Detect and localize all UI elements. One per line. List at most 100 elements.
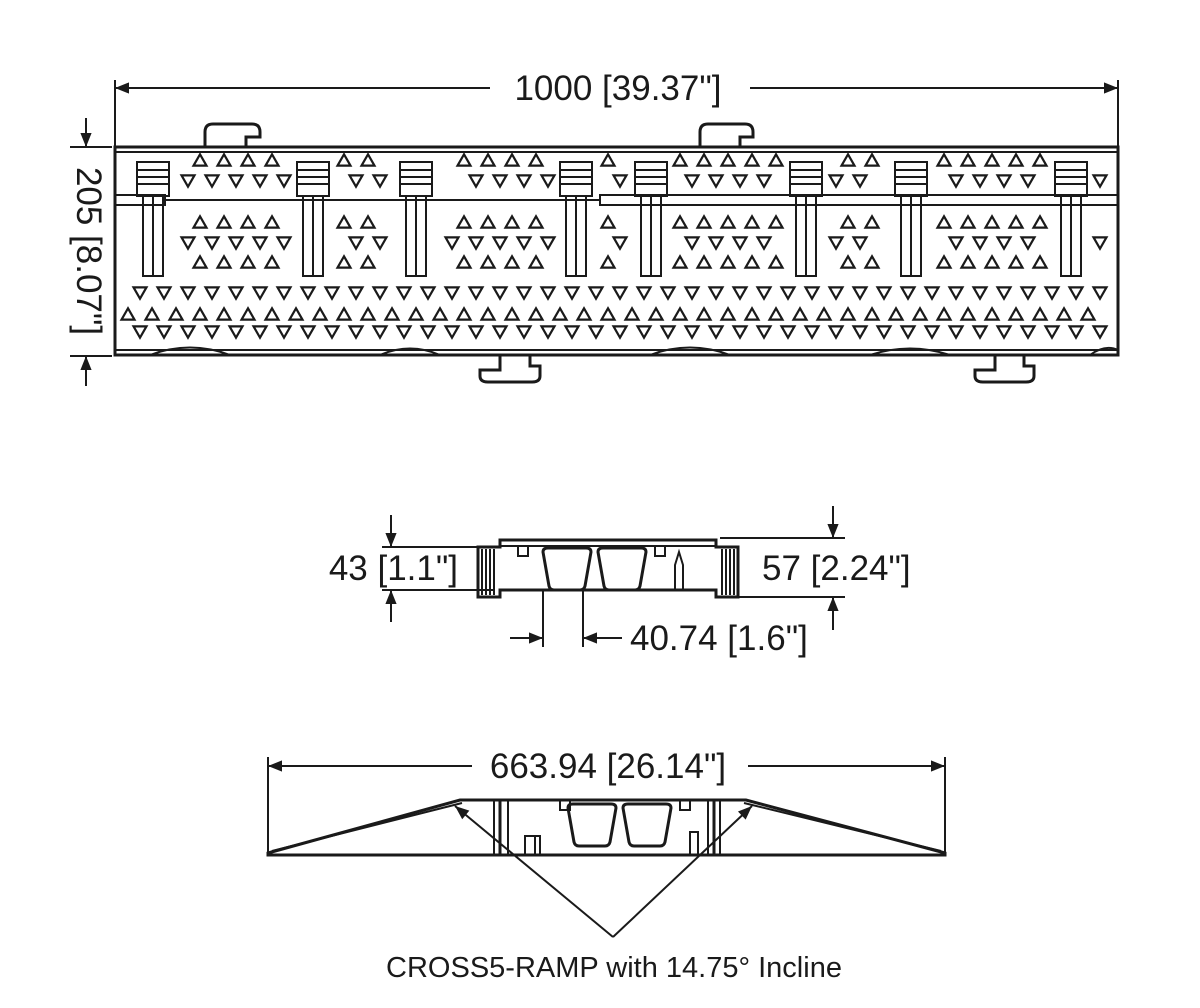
hinge-post (1054, 161, 1088, 277)
traction-triangle (683, 286, 701, 301)
traction-triangle (1091, 286, 1109, 301)
traction-triangle (407, 306, 425, 321)
traction-triangle (203, 174, 221, 189)
traction-triangle (215, 306, 233, 321)
traction-triangle (695, 152, 713, 167)
traction-triangle (191, 254, 209, 269)
ramp-lid-notches (559, 800, 691, 811)
traction-triangle (467, 286, 485, 301)
traction-triangle (695, 254, 713, 269)
traction-triangle (227, 286, 245, 301)
traction-triangle (719, 152, 737, 167)
traction-triangle (359, 254, 377, 269)
traction-triangle (947, 236, 965, 251)
lid-seam-upper (115, 194, 1118, 201)
traction-triangle (995, 236, 1013, 251)
traction-triangle (191, 214, 209, 229)
traction-triangle (683, 236, 701, 251)
traction-triangle (467, 236, 485, 251)
traction-triangle (275, 174, 293, 189)
traction-triangle (983, 306, 1001, 321)
traction-triangle (275, 325, 293, 340)
traction-triangle (599, 306, 617, 321)
traction-triangle (995, 325, 1013, 340)
traction-triangle (539, 236, 557, 251)
hinge-post (296, 161, 330, 277)
top-connector-tab-right (698, 122, 755, 147)
traction-triangle (1007, 254, 1025, 269)
traction-triangle (959, 214, 977, 229)
traction-triangle (335, 214, 353, 229)
traction-triangle (359, 152, 377, 167)
end-view: 43 [1.1"] 57 [2.24"] 40.74 [1.6"] (329, 506, 911, 658)
traction-triangle (131, 286, 149, 301)
traction-triangle (443, 236, 461, 251)
traction-triangle (1091, 174, 1109, 189)
end-flange-ribs (481, 549, 735, 595)
traction-triangle (839, 306, 857, 321)
traction-triangle (743, 254, 761, 269)
traction-triangle (1007, 306, 1025, 321)
protector-body-outline (113, 145, 1120, 357)
traction-triangle (947, 174, 965, 189)
traction-triangle (371, 286, 389, 301)
traction-triangle (479, 152, 497, 167)
traction-triangle (899, 325, 917, 340)
traction-triangle (971, 236, 989, 251)
traction-triangle (467, 325, 485, 340)
traction-triangle (731, 325, 749, 340)
traction-triangle (179, 174, 197, 189)
traction-triangle (251, 325, 269, 340)
traction-triangle (251, 236, 269, 251)
traction-triangle (263, 214, 281, 229)
traction-triangle (479, 254, 497, 269)
traction-triangle (527, 152, 545, 167)
traction-triangle (899, 286, 917, 301)
ramp-channel-1 (566, 802, 618, 848)
traction-triangle (755, 236, 773, 251)
channel-width-label: 40.74 [1.6"] (630, 619, 808, 658)
traction-triangle (299, 286, 317, 301)
traction-triangle (563, 325, 581, 340)
traction-triangle (1031, 214, 1049, 229)
lid-notches (517, 547, 666, 557)
traction-triangle (335, 152, 353, 167)
traction-triangle (251, 174, 269, 189)
traction-triangle (503, 152, 521, 167)
traction-triangle (863, 254, 881, 269)
traction-triangle (719, 214, 737, 229)
traction-triangle (347, 236, 365, 251)
traction-triangle (635, 325, 653, 340)
traction-triangle (959, 152, 977, 167)
traction-triangle (359, 214, 377, 229)
traction-triangle (167, 306, 185, 321)
hose-slot (674, 548, 684, 590)
traction-triangle (239, 306, 257, 321)
inner-height-label: 43 [1.1"] (329, 549, 458, 588)
traction-triangle (767, 214, 785, 229)
cable-channel-2 (596, 546, 648, 592)
traction-triangle (347, 174, 365, 189)
traction-triangle (827, 236, 845, 251)
outer-height-label: 57 [2.24"] (762, 549, 911, 588)
traction-triangle (263, 306, 281, 321)
traction-triangle (983, 152, 1001, 167)
traction-triangle (995, 286, 1013, 301)
traction-triangle (959, 254, 977, 269)
traction-triangle (671, 152, 689, 167)
ramp-caption: CROSS5-RAMP with 14.75° Incline (386, 952, 842, 984)
traction-triangle (323, 325, 341, 340)
traction-triangle (263, 152, 281, 167)
incline-leader-left (454, 805, 614, 938)
traction-triangle (1091, 236, 1109, 251)
traction-triangle (455, 152, 473, 167)
ramp-channel-2 (621, 802, 673, 848)
traction-triangle (1031, 152, 1049, 167)
traction-triangle (1091, 325, 1109, 340)
traction-triangle (1007, 152, 1025, 167)
traction-triangle (515, 325, 533, 340)
traction-triangle (455, 254, 473, 269)
traction-triangle (947, 325, 965, 340)
traction-triangle (887, 306, 905, 321)
